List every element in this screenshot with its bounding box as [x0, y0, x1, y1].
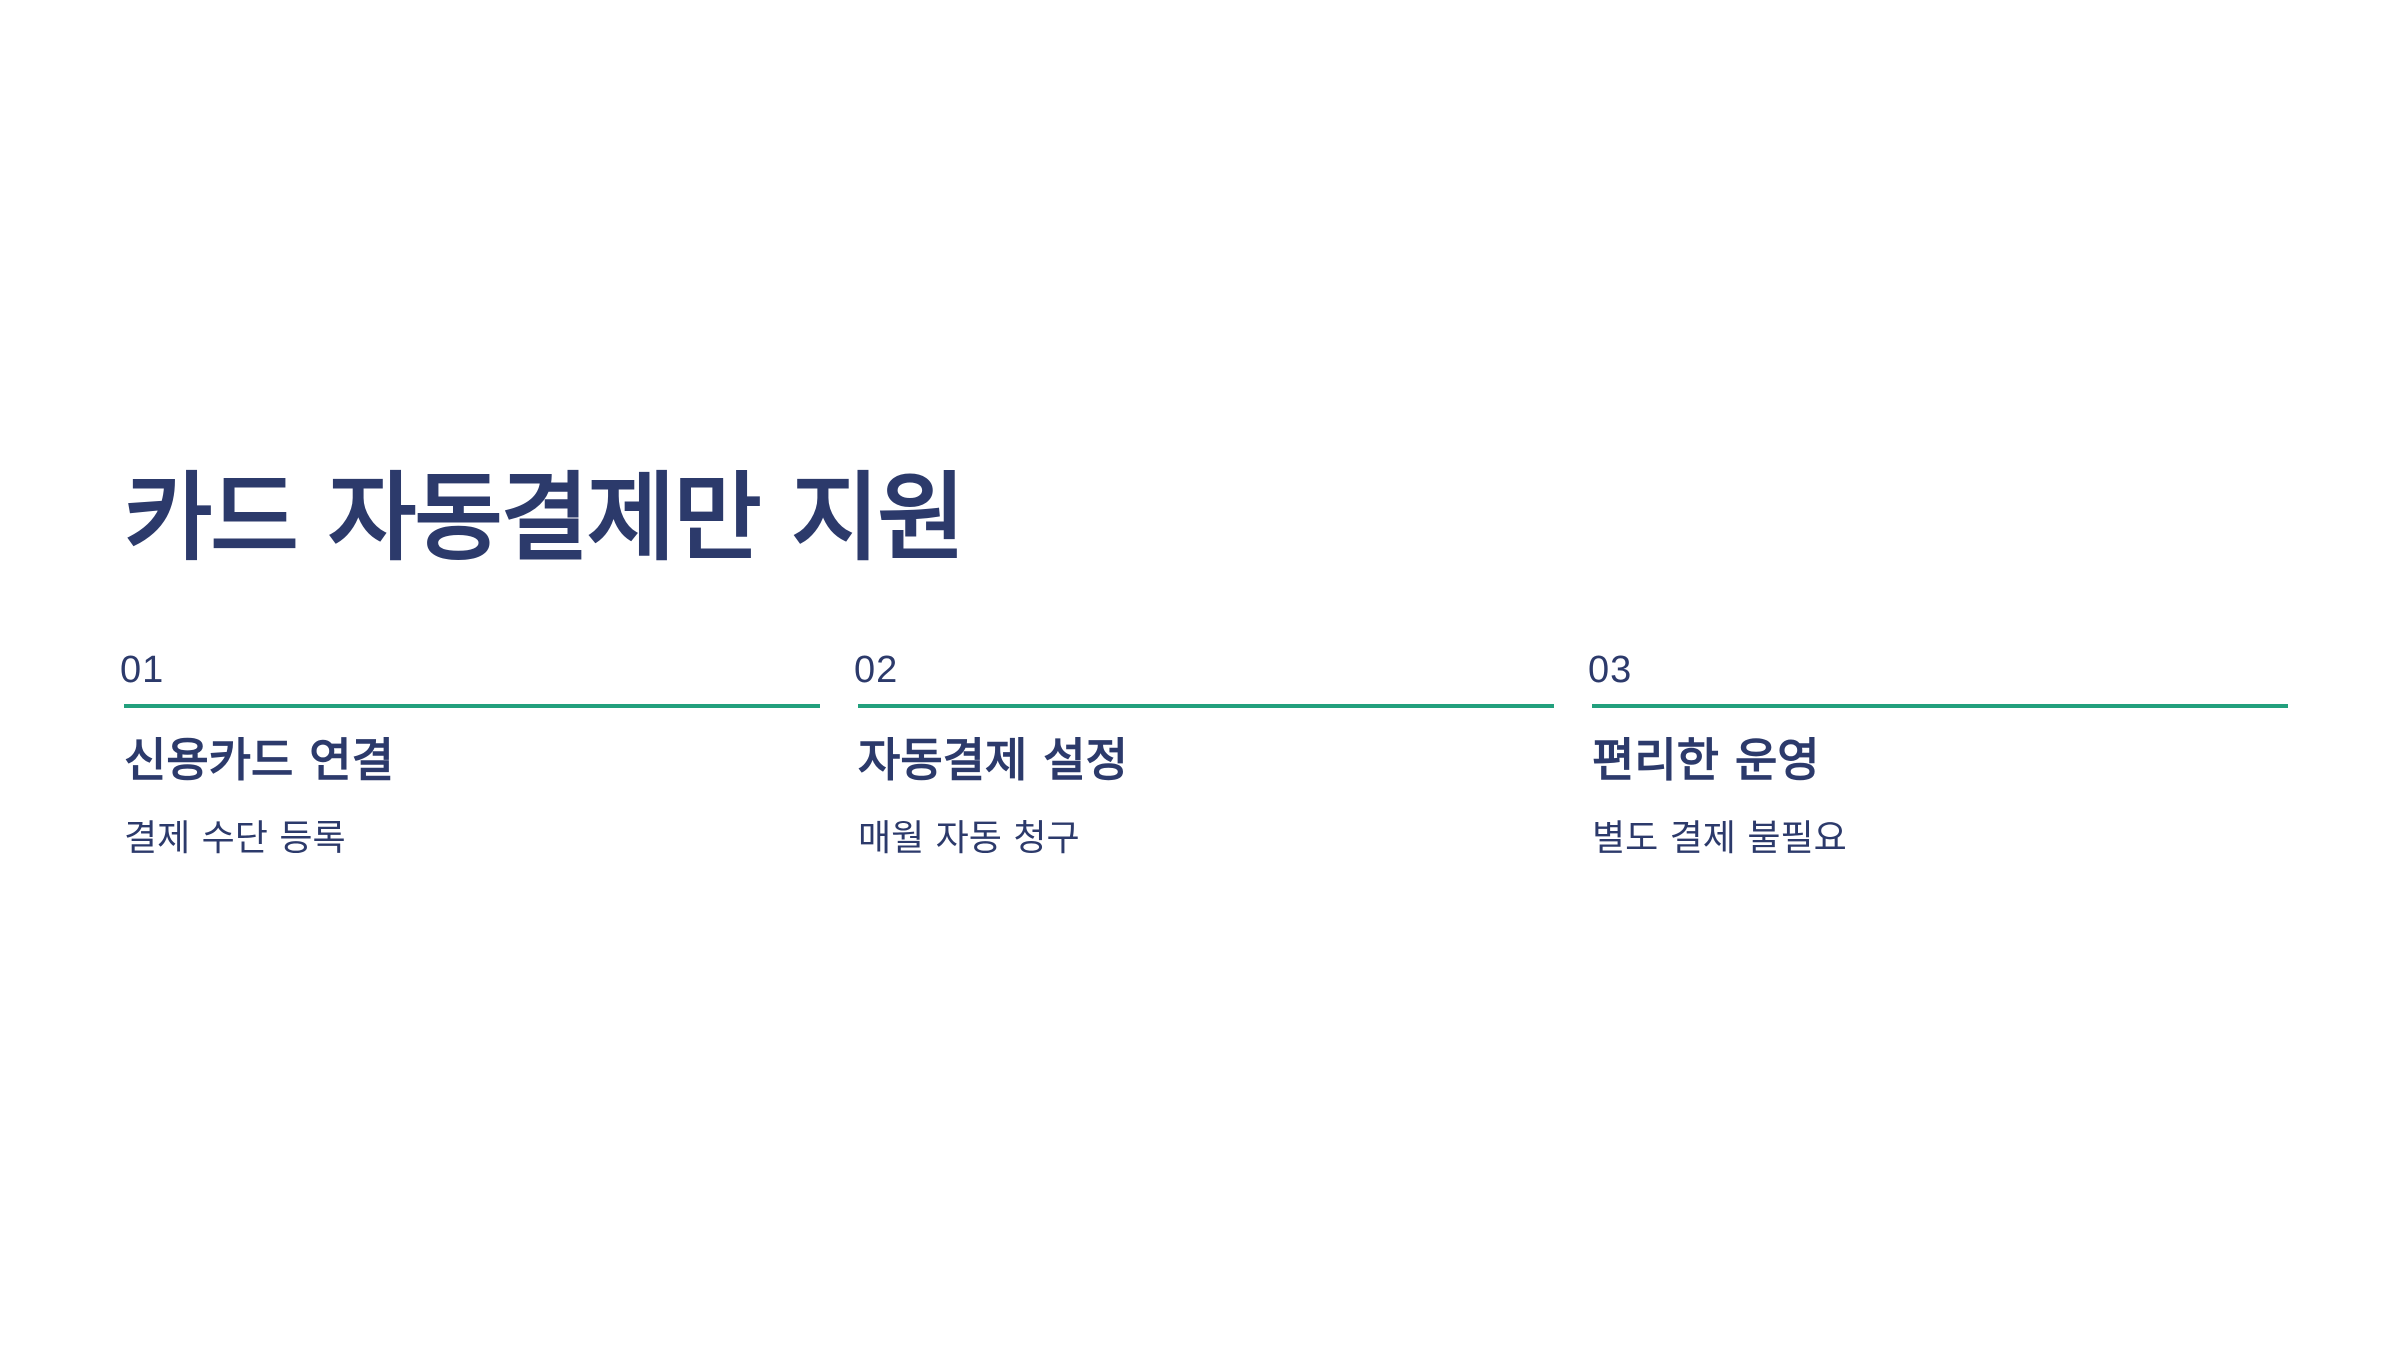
step-divider	[1592, 704, 2288, 708]
step-description: 매월 자동 청구	[858, 818, 1080, 859]
step-divider	[124, 704, 820, 708]
step-card-1: 01 신용카드 연결 결제 수단 등록	[120, 648, 820, 888]
step-number: 02	[854, 649, 899, 691]
step-divider	[858, 704, 1554, 708]
steps-row: 01 신용카드 연결 결제 수단 등록 02 자동결제 설정 매월 자동 청구 …	[120, 648, 2288, 888]
step-card-2: 02 자동결제 설정 매월 자동 청구	[854, 648, 1554, 888]
slide-title: 카드 자동결제만 지원	[124, 462, 966, 574]
step-description: 별도 결제 불필요	[1592, 818, 1847, 859]
step-description: 결제 수단 등록	[124, 818, 346, 859]
step-heading: 편리한 운영	[1592, 733, 1820, 787]
step-number: 03	[1588, 649, 1633, 691]
step-number: 01	[120, 649, 165, 691]
step-heading: 신용카드 연결	[124, 733, 394, 787]
step-card-3: 03 편리한 운영 별도 결제 불필요	[1588, 648, 2288, 888]
step-heading: 자동결제 설정	[858, 733, 1128, 787]
